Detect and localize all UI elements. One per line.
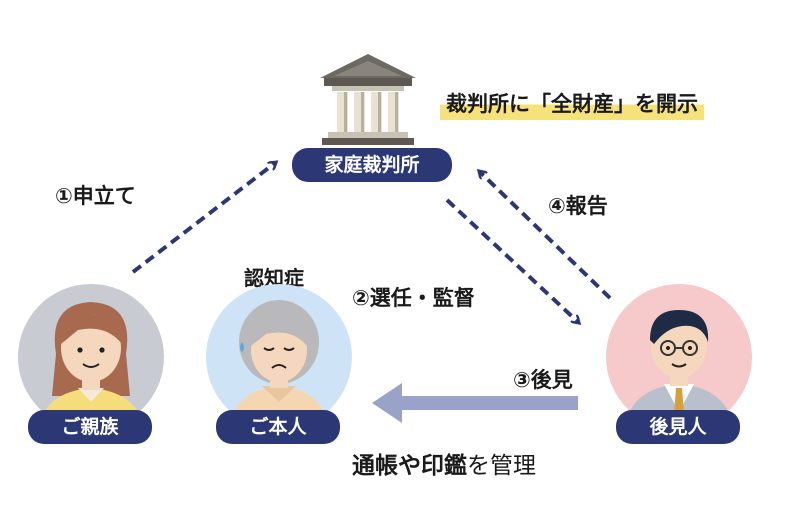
relatives-avatar <box>18 284 164 430</box>
caption-bold: 通帳や印鑑 <box>352 453 467 479</box>
disclosure-note: 裁判所に「全財産」を開示 <box>440 86 704 120</box>
guardianship-arrowhead <box>372 383 402 423</box>
caption-normal: を管理 <box>467 453 536 479</box>
guardian-avatar <box>606 284 752 430</box>
woman-icon <box>38 302 144 430</box>
caption: 通帳や印鑑を管理 <box>352 446 536 480</box>
relatives-label: ご親族 <box>28 410 152 444</box>
petition-arrow <box>131 163 275 274</box>
principal-avatar <box>206 284 352 430</box>
step-petition: ①申立て <box>55 184 136 208</box>
courthouse-icon <box>320 54 416 145</box>
principal-label: ご本人 <box>216 410 340 444</box>
appoint-arrow <box>445 198 578 322</box>
report-arrow <box>480 172 612 300</box>
guardian-label: 後見人 <box>616 410 740 444</box>
step-appoint-supervise: ②選任・監督 <box>352 286 475 310</box>
elderly-woman-icon <box>228 300 330 430</box>
step-report: ④報告 <box>548 194 608 218</box>
step-guardianship: ③後見 <box>513 368 573 392</box>
court-label: 家庭裁判所 <box>292 148 452 182</box>
man-in-suit-icon <box>624 310 734 430</box>
